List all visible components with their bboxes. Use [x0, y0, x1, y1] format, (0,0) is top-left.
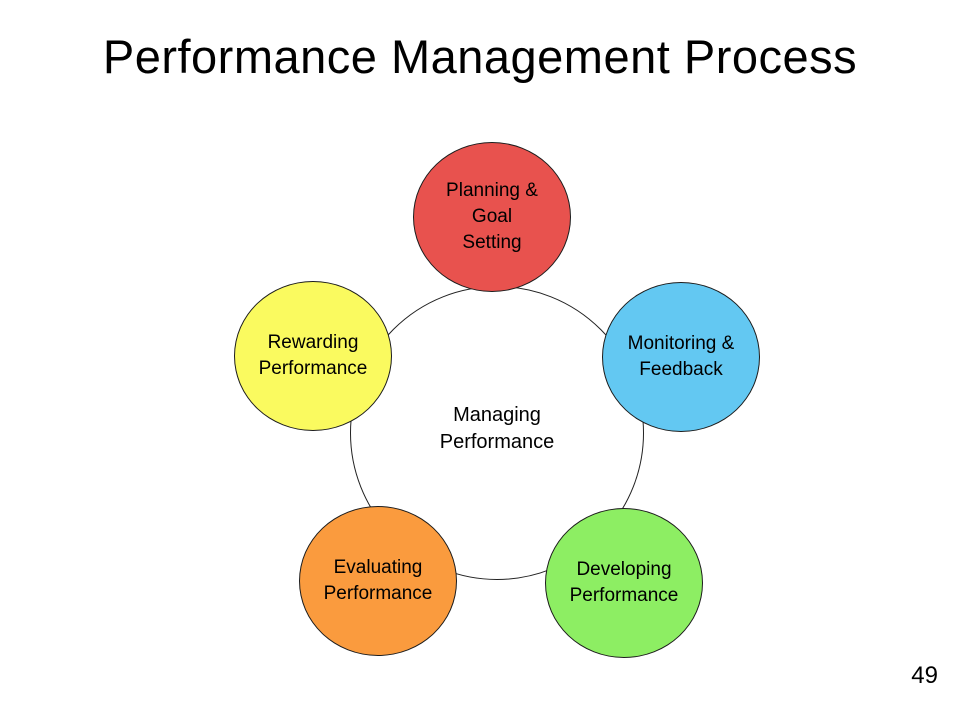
- node-planning-goal-setting: Planning & Goal Setting: [413, 142, 571, 292]
- node-monitoring-feedback: Monitoring & Feedback: [602, 282, 760, 432]
- node-evaluating-performance: Evaluating Performance: [299, 506, 457, 656]
- hub-label: Managing Performance: [439, 404, 555, 453]
- page-number: 49: [911, 662, 938, 689]
- node-rewarding-performance: Rewarding Performance: [234, 281, 392, 431]
- node-developing-performance: Developing Performance: [545, 508, 703, 658]
- page-title: Performance Management Process: [102, 30, 858, 83]
